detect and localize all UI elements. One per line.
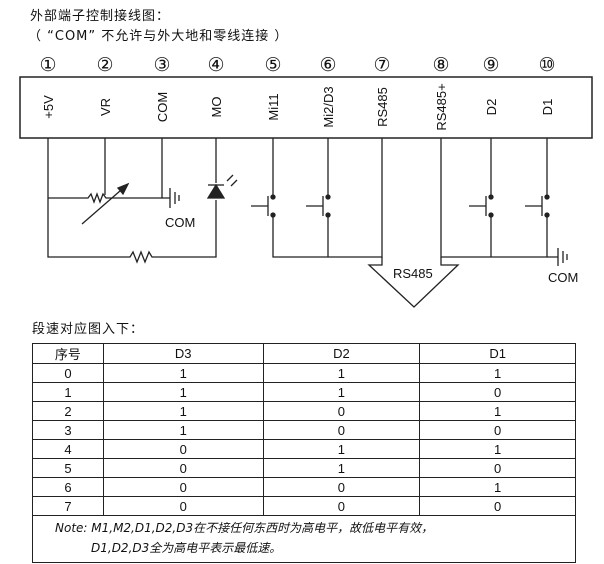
table-cell: 1 [262,458,421,478]
switch-icon [469,196,487,216]
switch-icon [525,196,543,216]
table-cell: 0 [102,477,264,497]
table-cell: 1 [102,363,264,383]
terminal-label: MO [209,97,224,118]
column-header: 序号 [32,343,104,364]
table-note: Note: M1,M2,D1,D2,D3在不接任何东西时为高电平，故低电平有效，… [32,515,576,563]
terminal-label: Mi11 [266,93,281,120]
column-header: D1 [419,343,576,364]
table-cell: 1 [262,363,421,383]
table-cell: 1 [262,439,421,459]
table-cell: 1 [419,439,576,459]
title: 外部端子控制接线图： [30,9,171,24]
table-cell: 0 [419,496,576,516]
column-header: D3 [102,343,264,364]
table-cell: 0 [262,401,421,421]
table-cell: 5 [32,458,104,478]
terminal-labels: +5V VR COM MO Mi11 Mi2/D3 RS485 RS485+ D2 D1 [41,83,555,130]
table-cell: 1 [102,420,264,440]
table-cell: 1 [419,477,576,497]
rs485-arrow [367,257,460,308]
terminal-number: ⑤ [264,55,281,76]
com-label: COM [165,215,195,230]
terminal-label: RS485 [375,87,390,127]
terminal-label: D1 [540,99,555,116]
table-cell: 0 [102,439,264,459]
table-cell: 0 [32,363,104,383]
table-cell: 0 [419,420,576,440]
terminal-label: RS485+ [434,83,449,130]
ground-icon [162,188,180,208]
terminal-label: Mi2/D3 [321,86,336,127]
table-cell: 0 [262,477,421,497]
com-label: COM [548,270,578,285]
rs485-label: RS485 [393,266,433,281]
terminal-label: +5V [41,95,56,119]
terminal-label: VR [98,98,113,116]
table-cell: 1 [419,363,576,383]
table-cell: 1 [102,382,264,402]
analog-wiring [47,138,238,264]
table-cell: 0 [262,496,421,516]
terminal-label: D2 [484,99,499,116]
terminal-number: ① [39,55,56,76]
table-cell: 0 [419,458,576,478]
table-cell: 3 [32,420,104,440]
terminal-block [19,76,593,139]
subtitle: （ “COM” 不允许与外大地和零线连接 ） [28,29,289,44]
table-cell: 0 [262,420,421,440]
digital-wiring [251,138,568,308]
table-cell: 1 [262,382,421,402]
table-cell: 2 [32,401,104,421]
terminal-number: ⑥ [319,55,336,76]
column-header: D2 [262,343,421,364]
switch-icon [251,196,269,216]
table-cell: 7 [32,496,104,516]
table-cell: 6 [32,477,104,497]
table-cell: 0 [102,496,264,516]
terminal-number: ② [96,55,113,76]
ground-icon [547,248,568,266]
table-cell: 1 [102,401,264,421]
terminal-number: ⑦ [373,55,390,76]
switch-icon [306,196,324,216]
table-cell: 1 [32,382,104,402]
terminal-number: ⑩ [538,55,555,76]
table-title: 段速对应图入下： [32,322,145,337]
note-line-1: Note: M1,M2,D1,D2,D3在不接任何东西时为高电平，故低电平有效， [55,521,434,535]
note-line-2: D1,D2,D3全为高电平表示最低速。 [91,541,282,555]
led-icon [206,183,226,199]
table-cell: 4 [32,439,104,459]
terminal-numbers: ① ② ③ ④ ⑤ ⑥ ⑦ ⑧ ⑨ ⑩ [39,55,555,76]
terminal-number: ④ [207,55,224,76]
table-cell: 0 [419,382,576,402]
table-cell: 1 [419,401,576,421]
light-rays-icon [226,174,238,187]
terminal-number: ⑨ [482,55,499,76]
terminal-number: ③ [153,55,170,76]
table-cell: 0 [102,458,264,478]
terminal-label: COM [155,92,170,122]
terminal-number: ⑧ [432,55,449,76]
